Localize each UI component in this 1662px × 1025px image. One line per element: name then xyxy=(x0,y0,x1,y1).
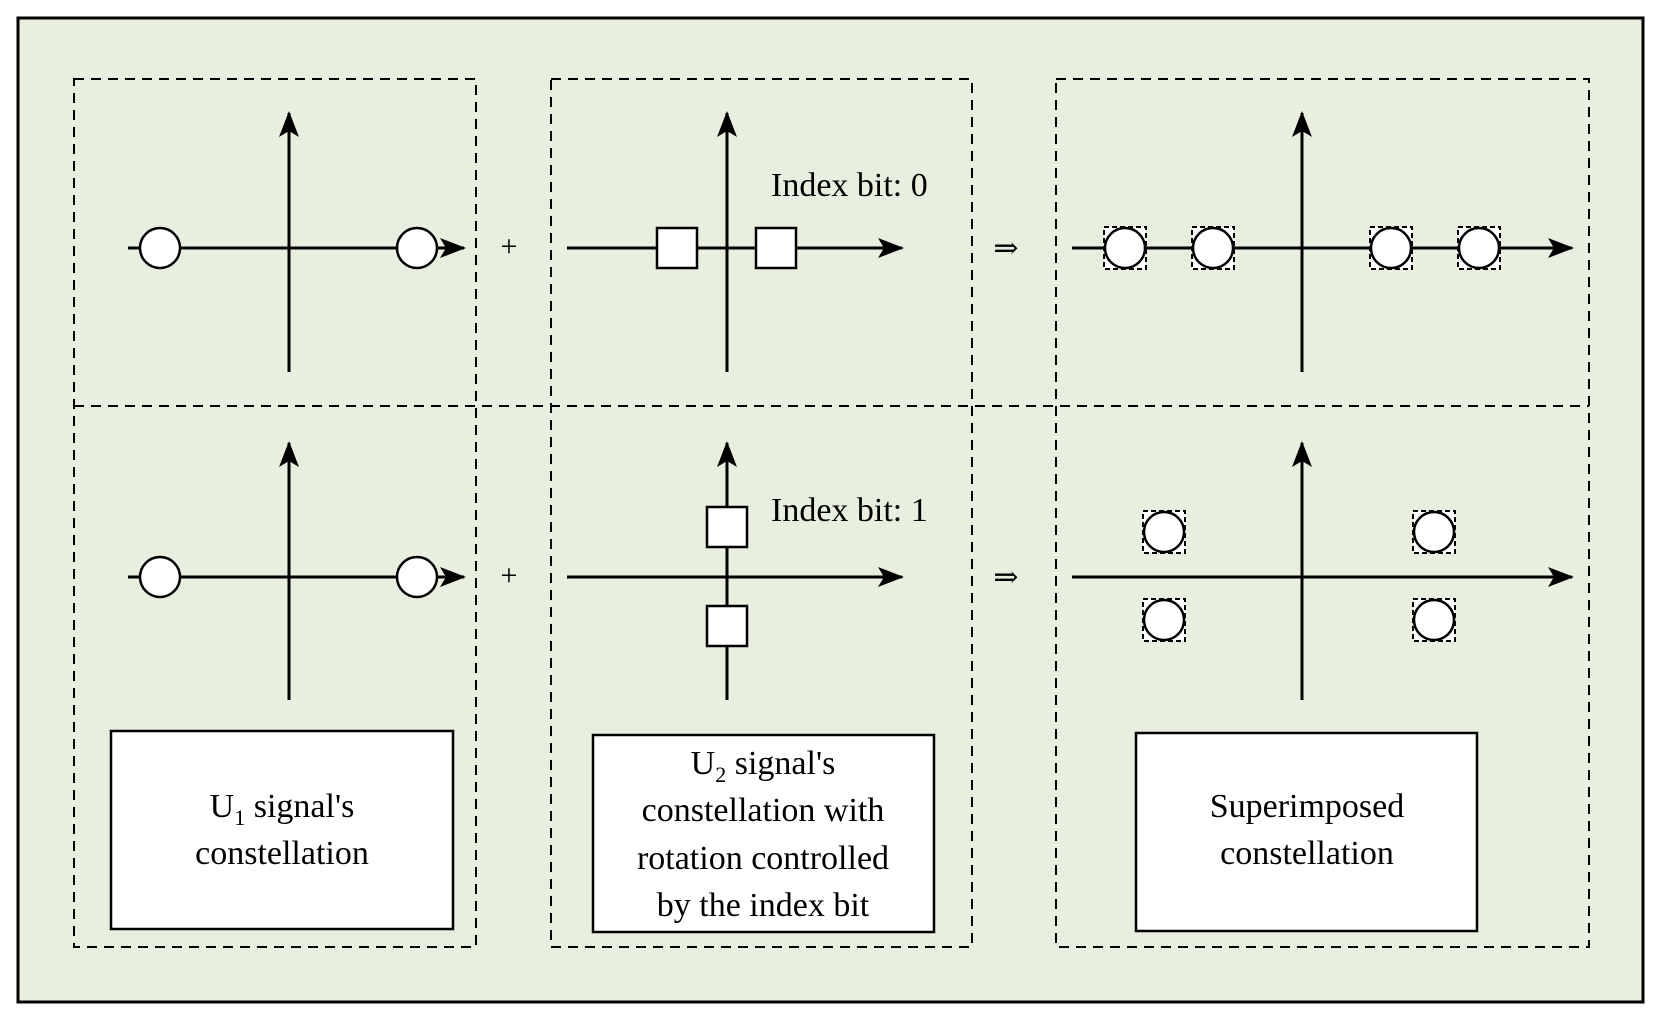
u1-row0-point-right xyxy=(395,226,439,270)
caption-u2-line1: U2 signal's xyxy=(691,745,836,787)
index-label-row1: Index bit: 1 xyxy=(771,492,928,529)
caption-u2-line2: constellation with xyxy=(642,792,885,829)
caption-u2-line4: by the index bit xyxy=(657,887,870,924)
panel-superimposed xyxy=(1055,78,1590,948)
caption-u2-line3: rotation controlled xyxy=(637,840,889,877)
u2-row0-point-right xyxy=(754,226,798,270)
caption-u1-line1: U1 signal's xyxy=(210,788,355,830)
caption-superimposed-line1: Superimposed xyxy=(1210,788,1405,825)
u2-row0-point-left xyxy=(655,226,699,270)
index-label-row0: Index bit: 0 xyxy=(771,167,928,204)
sup-row0-point-3-circle xyxy=(1369,226,1413,270)
u2-row1-point-bottom xyxy=(705,604,749,648)
panel-u1 xyxy=(73,78,477,948)
caption-box-u1 xyxy=(109,729,455,931)
u1-row1-point-left xyxy=(138,555,182,599)
plus-operator-row0: + xyxy=(501,230,518,263)
sup-row1-point-2-circle xyxy=(1412,510,1456,554)
caption-box-u2 xyxy=(591,733,936,934)
caption-superimposed-line2: constellation xyxy=(1220,835,1394,872)
implies-operator-row0: ⇒ xyxy=(993,232,1018,265)
sup-row1-point-1-circle xyxy=(1142,510,1186,554)
sup-row0-point-1-circle xyxy=(1103,226,1147,270)
u1-row0-point-left xyxy=(138,226,182,270)
caption-u1-line2: constellation xyxy=(195,835,369,872)
panel-u2 xyxy=(550,78,973,948)
u2-row1-point-top xyxy=(705,505,749,549)
u1-row1-point-right xyxy=(395,555,439,599)
sup-row1-point-4-circle xyxy=(1412,598,1456,642)
caption-box-superimposed xyxy=(1134,731,1479,933)
plus-operator-row1: + xyxy=(501,559,518,592)
implies-operator-row1: ⇒ xyxy=(993,561,1018,594)
sup-row0-point-4-circle xyxy=(1457,226,1501,270)
sup-row0-point-2-circle xyxy=(1191,226,1235,270)
sup-row1-point-3-circle xyxy=(1142,598,1186,642)
